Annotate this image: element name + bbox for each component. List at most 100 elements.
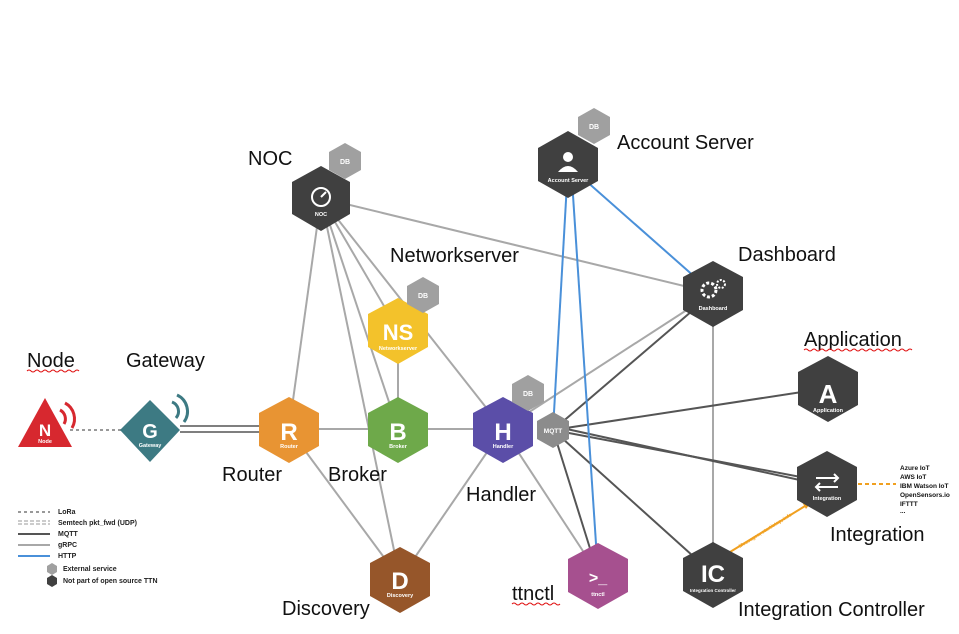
integration-hexagon xyxy=(797,451,857,517)
integration-node[interactable]: Integration xyxy=(797,451,857,517)
legend-label-udp: Semtech pkt_fwd (UDP) xyxy=(58,520,137,527)
ttnctl-node[interactable]: >_ ttnctl xyxy=(568,543,628,609)
integration-target-0: Azure IoT xyxy=(900,465,930,472)
user-icon-body xyxy=(558,166,578,172)
label-account-server: Account Server xyxy=(617,132,754,154)
networkserver-node[interactable]: NS Networkserver xyxy=(368,298,428,364)
label-broker: Broker xyxy=(328,464,387,486)
label-noc: NOC xyxy=(248,148,292,170)
ns-db-hexagon xyxy=(407,277,439,313)
noc-node[interactable]: NOC xyxy=(292,166,350,231)
mqtt-to-application xyxy=(552,387,829,431)
handler-db-badge: DB xyxy=(512,375,544,411)
handler-db-text: DB xyxy=(523,391,533,398)
label-integration: Integration xyxy=(830,524,925,546)
label-dashboard: Dashboard xyxy=(738,244,836,266)
noc-gauge-icon xyxy=(311,187,331,207)
networkserver-db-badge: DB xyxy=(407,277,439,313)
label-handler: Handler xyxy=(466,484,536,506)
ns-db-text: DB xyxy=(418,293,428,300)
integration-controller-node[interactable]: IC Integration Controller xyxy=(683,542,743,608)
squiggle-ttnctl xyxy=(511,602,561,606)
handler-letter: H xyxy=(494,419,511,446)
label-router: Router xyxy=(222,464,282,486)
broker-hexagon xyxy=(368,397,428,463)
mqtt-sub: MQTT xyxy=(544,428,562,435)
http-account-ttnctl xyxy=(570,164,599,575)
legend-label-not-open-source: Not part of open source TTN xyxy=(63,578,158,585)
label-ttnctl: ttnctl xyxy=(512,583,554,605)
account-db-hexagon xyxy=(578,108,610,144)
squiggle-application xyxy=(803,348,913,352)
squiggle-node xyxy=(26,369,80,373)
broker-sub: Broker xyxy=(389,444,408,450)
label-application: Application xyxy=(804,329,902,351)
legend-label-grpc: gRPC xyxy=(58,542,77,549)
node-letter: N xyxy=(39,421,51,440)
broker-node[interactable]: B Broker xyxy=(368,397,428,463)
networkserver-letter: NS xyxy=(383,320,414,345)
mqtt-hexagon xyxy=(537,412,569,448)
integration-target-1: AWS IoT xyxy=(900,474,926,481)
integration-targets-list: Azure IoT AWS IoT IBM Watson IoT OpenSen… xyxy=(900,465,950,515)
gear-icon-small xyxy=(716,279,726,289)
integration-target-3: OpenSensors.io xyxy=(900,492,950,499)
node-sub: Node xyxy=(38,439,52,445)
node-icon[interactable]: N Node xyxy=(18,398,76,447)
grpc-handler-dashboard xyxy=(502,292,714,430)
ttnctl-sub: ttnctl xyxy=(591,592,605,598)
account-server-db-badge: DB xyxy=(578,108,610,144)
noc-db-badge: DB xyxy=(329,143,361,179)
router-node[interactable]: R Router xyxy=(259,397,319,463)
ttnctl-hexagon xyxy=(568,543,628,609)
router-hexagon xyxy=(259,397,319,463)
ic-letter: IC xyxy=(701,561,725,588)
node-triangle xyxy=(18,398,72,447)
legend-label-lora: LoRa xyxy=(58,509,76,516)
grpc-noc-broker xyxy=(320,197,399,430)
mqtt-node[interactable]: MQTT xyxy=(537,412,569,448)
discovery-letter: D xyxy=(391,568,408,595)
legend-swatch-not-open-source xyxy=(47,575,57,587)
legend-swatch-external-service xyxy=(47,563,57,575)
http-account-dashboard xyxy=(567,164,714,294)
noc-hexagon xyxy=(292,166,350,231)
account-server-node[interactable]: Account Server xyxy=(538,131,598,198)
account-server-hexagon xyxy=(538,131,598,198)
grpc-connections xyxy=(288,197,714,580)
application-letter: A xyxy=(819,379,838,409)
http-connections xyxy=(552,164,714,575)
legend-label-external-service: External service xyxy=(63,566,117,573)
handler-node[interactable]: H Handler xyxy=(473,397,533,463)
noc-sub: NOC xyxy=(315,212,327,218)
application-hexagon xyxy=(798,356,858,422)
dashboard-sub: Dashboard xyxy=(699,306,728,312)
gateway-signal-waves xyxy=(171,393,189,423)
application-sub: Application xyxy=(813,408,844,414)
application-node[interactable]: A Application xyxy=(798,356,858,422)
handler-db-hexagon xyxy=(512,375,544,411)
mqtt-to-dashboard xyxy=(552,292,714,431)
message-arrow-label: Messages, start/stop, info xyxy=(738,512,793,550)
discovery-node[interactable]: D Discovery xyxy=(370,547,430,613)
integration-target-4: IFTTT xyxy=(900,501,918,508)
handler-hexagon xyxy=(473,397,533,463)
legend: LoRa Semtech pkt_fwd (UDP) MQTT gRPC HTT… xyxy=(18,509,158,587)
account-db-text: DB xyxy=(589,124,599,131)
message-arrow xyxy=(729,502,811,553)
noc-db-hexagon xyxy=(329,143,361,179)
legend-label-http: HTTP xyxy=(58,553,77,560)
label-node: Node xyxy=(27,350,75,372)
integration-target-5: ... xyxy=(900,508,906,515)
noc-gauge-needle xyxy=(320,191,327,198)
router-sub: Router xyxy=(280,444,299,450)
label-discovery: Discovery xyxy=(282,598,370,620)
dashboard-node[interactable]: Dashboard xyxy=(683,261,743,327)
gateway-letter: G xyxy=(142,421,158,443)
noc-db-text: DB xyxy=(340,159,350,166)
ttnctl-letter: >_ xyxy=(589,570,608,587)
ic-sub: Integration Controller xyxy=(690,588,736,593)
gateway-icon[interactable]: G Gateway xyxy=(120,393,189,462)
discovery-sub: Discovery xyxy=(387,593,414,599)
